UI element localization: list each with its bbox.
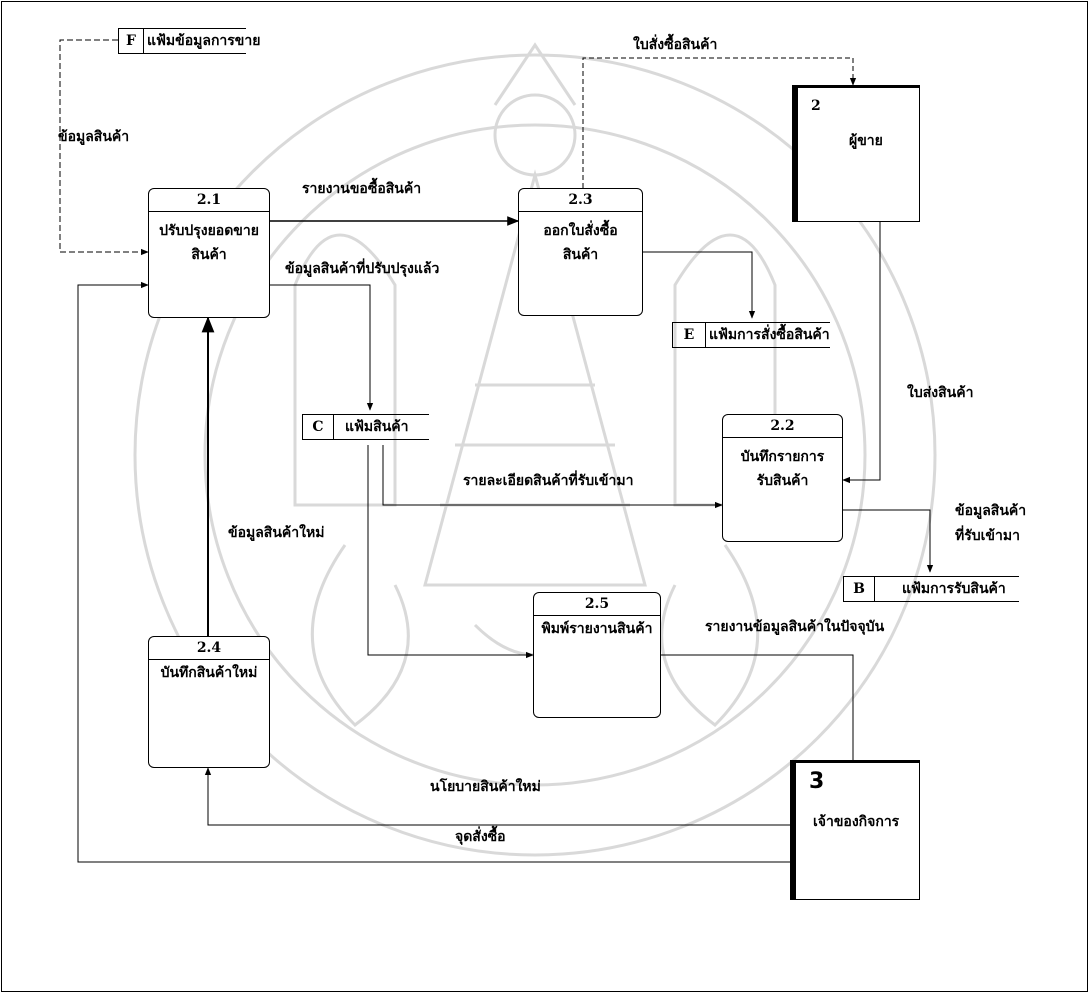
flow-purchase-order — [582, 57, 857, 188]
data-store-f: F แฟ้มข้อมูลการขาย — [118, 28, 260, 54]
entity-name: ผู้ขาย — [849, 133, 883, 149]
process-name: บันทึกสินค้าใหม่ — [160, 665, 258, 681]
label-received-info-1: ข้อมูลสินค้า — [955, 503, 1027, 519]
process-number: 2.1 — [149, 189, 269, 212]
process-number: 2.4 — [149, 637, 269, 660]
flow-delivery-note — [842, 222, 881, 484]
process-2-2: 2.2 บันทึกรายการ รับสินค้า — [722, 414, 843, 542]
label-received-info-2: ที่รับเข้ามา — [955, 528, 1020, 544]
label-purchase-request-report: รายงานขอซื้อสินค้า — [302, 181, 422, 197]
process-name: ออกใบสั่งซื้อ สินค้า — [543, 223, 618, 263]
flow-current-report — [661, 654, 857, 771]
label-product-info: ข้อมูลสินค้า — [58, 129, 130, 145]
label-new-product-info: ข้อมูลสินค้าใหม่ — [228, 525, 325, 541]
process-name: ปรับปรุงยอดขาย สินค้า — [159, 223, 259, 263]
process-name: บันทึกรายการ รับสินค้า — [740, 449, 825, 489]
flow-updated-product — [270, 284, 374, 411]
label-reorder-point: จุดสั่งซื้อ — [455, 829, 506, 845]
process-name: พิมพ์รายงานสินค้า — [541, 621, 653, 637]
process-2-4: 2.4 บันทึกสินค้าใหม่ — [148, 636, 270, 768]
label-updated-product-info: ข้อมูลสินค้าที่ปรับปรุงแล้ว — [285, 261, 440, 277]
store-name: แฟ้มสินค้า — [345, 419, 409, 435]
process-number: 2.5 — [534, 593, 660, 616]
flow-received-info — [843, 509, 934, 573]
label-new-product-policy: นโยบายสินค้าใหม่ — [430, 779, 541, 795]
label-delivery-note: ใบส่งสินค้า — [907, 385, 974, 401]
flow-product-info — [59, 39, 149, 256]
entity-name: เจ้าของกิจการ — [813, 814, 900, 830]
store-name: แฟ้มการสั่งซื้อสินค้า — [709, 327, 830, 343]
label-received-details: รายละเอียดสินค้าที่รับเข้ามา — [463, 473, 634, 489]
store-id: F — [119, 29, 144, 53]
flow-to-report — [367, 445, 534, 659]
data-store-e: E แฟ้มการสั่งซื้อสินค้า — [672, 322, 830, 348]
external-entity-seller: 2 ผู้ขาย — [792, 85, 920, 222]
store-name: แฟ้มการรับสินค้า — [902, 581, 1006, 597]
flow-reorder-point — [77, 281, 790, 863]
process-2-3: 2.3 ออกใบสั่งซื้อ สินค้า — [518, 188, 643, 316]
process-2-5: 2.5 พิมพ์รายงานสินค้า — [533, 592, 661, 718]
entity-id: 2 — [811, 98, 821, 114]
store-id: C — [303, 415, 334, 439]
entity-id: 3 — [809, 769, 825, 794]
store-id: E — [673, 323, 706, 347]
store-id: B — [844, 577, 875, 601]
flow-new-policy — [204, 767, 790, 826]
process-2-1: 2.1 ปรับปรุงยอดขาย สินค้า — [148, 188, 270, 318]
flow-to-store-e — [643, 251, 756, 319]
label-current-report: รายงานข้อมูลสินค้าในปัจจุบัน — [705, 619, 885, 635]
store-name: แฟ้มข้อมูลการขาย — [147, 33, 261, 49]
label-purchase-order: ใบสั่งซื้อสินค้า — [633, 37, 718, 53]
data-store-c: C แฟ้มสินค้า — [302, 414, 429, 440]
process-number: 2.3 — [519, 189, 642, 212]
data-store-b: B แฟ้มการรับสินค้า — [843, 576, 1019, 602]
process-number: 2.2 — [723, 415, 842, 438]
flow-received-details — [382, 445, 723, 509]
external-entity-owner: 3 เจ้าของกิจการ — [790, 760, 920, 900]
